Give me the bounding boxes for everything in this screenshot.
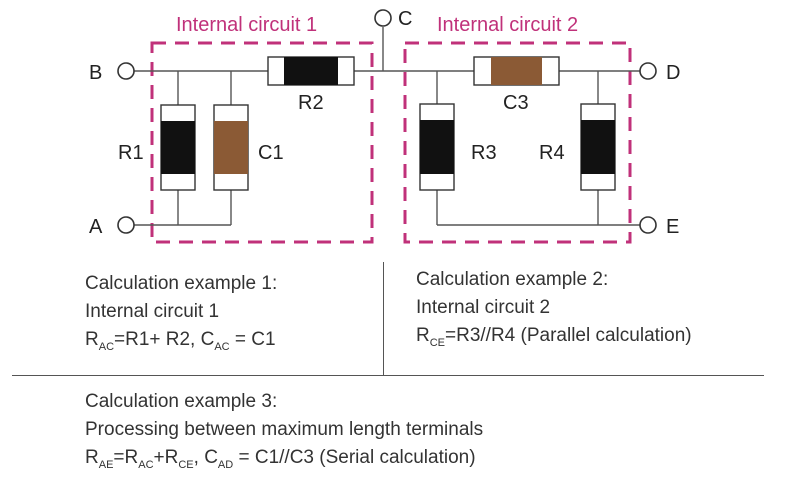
calc3-subtitle: Processing between maximum length termin… (85, 419, 484, 440)
terminal-d-label: D (666, 62, 680, 84)
terminal-a (117, 216, 135, 234)
resistor-r1 (160, 104, 196, 191)
calculation-example-1: Calculation example 1: Internal circuit … (85, 270, 277, 354)
capacitor-c3 (473, 56, 560, 86)
terminal-e-label: E (666, 216, 679, 238)
terminal-d (639, 62, 657, 80)
resistor-r2 (267, 56, 355, 86)
internal-circuit-2-box (403, 41, 632, 244)
capacitor-c1 (213, 104, 249, 191)
resistor-r3 (419, 103, 455, 191)
calc2-title: Calculation example 2: (416, 269, 609, 290)
r3-label: R3 (471, 142, 497, 164)
calc1-formula: RAC=R1+ R2, CAC = C1 (85, 329, 276, 353)
wires (134, 27, 640, 226)
r2-label: R2 (298, 92, 324, 114)
calc2-formula: RCE=R3//R4 (Parallel calculation) (416, 325, 692, 349)
internal-circuit-1-box (150, 41, 374, 244)
resistor-r4 (580, 103, 616, 191)
calc3-title: Calculation example 3: (85, 391, 278, 412)
calc3-formula: RAE=RAC+RCE, CAD = C1//C3 (Serial calcul… (85, 447, 476, 471)
terminal-a-label: A (89, 216, 103, 238)
terminal-b-label: B (89, 62, 102, 84)
calc1-subtitle: Internal circuit 1 (85, 301, 220, 322)
calc1-title: Calculation example 1: (85, 273, 278, 294)
c1-label: C1 (258, 142, 284, 164)
calculation-example-2: Calculation example 2: Internal circuit … (416, 266, 692, 350)
vertical-divider (383, 262, 384, 375)
calculation-example-3: Calculation example 3: Processing betwee… (85, 388, 483, 472)
r1-label: R1 (118, 142, 144, 164)
horizontal-divider (12, 375, 764, 376)
c3-label: C3 (503, 92, 529, 114)
box2-label: Internal circuit 2 (437, 14, 578, 36)
terminal-b (117, 62, 135, 80)
terminal-c (374, 9, 392, 27)
terminal-e (639, 216, 657, 234)
terminal-c-label: C (398, 8, 412, 30)
box1-label: Internal circuit 1 (176, 14, 317, 36)
circuit-diagram: Internal circuit 1 Internal circuit 2 B … (89, 8, 680, 244)
r4-label: R4 (539, 142, 565, 164)
calc2-subtitle: Internal circuit 2 (416, 297, 551, 318)
